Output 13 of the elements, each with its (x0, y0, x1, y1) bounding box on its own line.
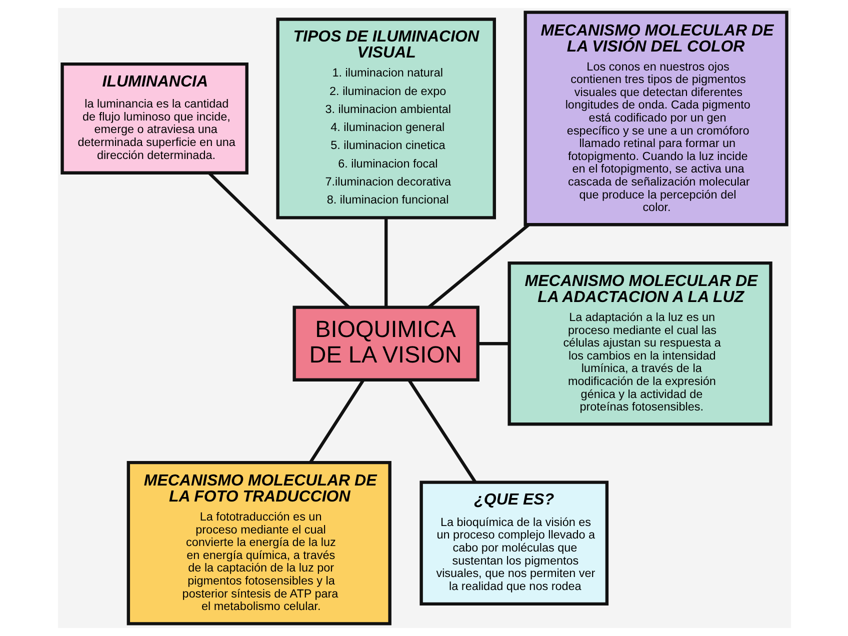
connector (384, 218, 388, 308)
node-box: BIOQUIMICA DE LA VISION (292, 306, 479, 382)
node-box: MECANISMO MOLECULAR DE LA VISIÓN DEL COLOR Los conos en nuestros ojos contienen tres tipos de pigmentos visuales que detectan diferentes longitudes de onda. Cada pigmento está codificado por un gen específico y se une a un cromóforo llamado retinal para formar un fotopigmento. Cuando la luz incide en el fotopigmento, se activa una cascada de señalización molecular que produce la percepción del color. (523, 10, 788, 226)
node-box: MECANISMO MOLECULAR DE LA FOTO TRADUCCION La fototraducción es un proceso mediante el cual convierte la energía de la luz en energía química, a través de la captación de la luz por pigmentos fotosensibles y la posterior síntesis de ATP para el metabolismo celular. (126, 460, 391, 626)
connector (478, 342, 509, 346)
connector (427, 224, 530, 308)
connector (308, 379, 364, 464)
node-box: TIPOS DE ILUMINACION VISUAL 1. iluminacion natural 2. iluminacion de expo 3. iluminacion ambiental 4. iluminacion general 5. iluminacion cinetica 6. iluminacion focal 7.iluminacion decorativa 8. iluminacion funcional (276, 18, 496, 220)
connector (208, 172, 350, 308)
connector (407, 379, 476, 484)
node-box: ILUMINANCIA la luminancia es la cantidad de flujo luminoso que incide, emerge o atraviesa una determinada superficie en una dirección determinada. (60, 62, 248, 174)
node-box: MECANISMO MOLECULAR DE LA ADACTACION A LA LUZ La adaptación a la luz es un proceso mediante el cual las células ajustan su respuesta a los cambios en la intensidad lumínica, a través de la modificación de la expresión génica y la actividad de proteínas fotosensibles. (507, 261, 772, 426)
node-box: ¿QUE ES? La bioquímica de la visión es un proceso complejo llevado a cabo por moléculas que sustentan los pigmentos visuales, que nos permiten ver la realidad que nos rodea (419, 480, 608, 606)
